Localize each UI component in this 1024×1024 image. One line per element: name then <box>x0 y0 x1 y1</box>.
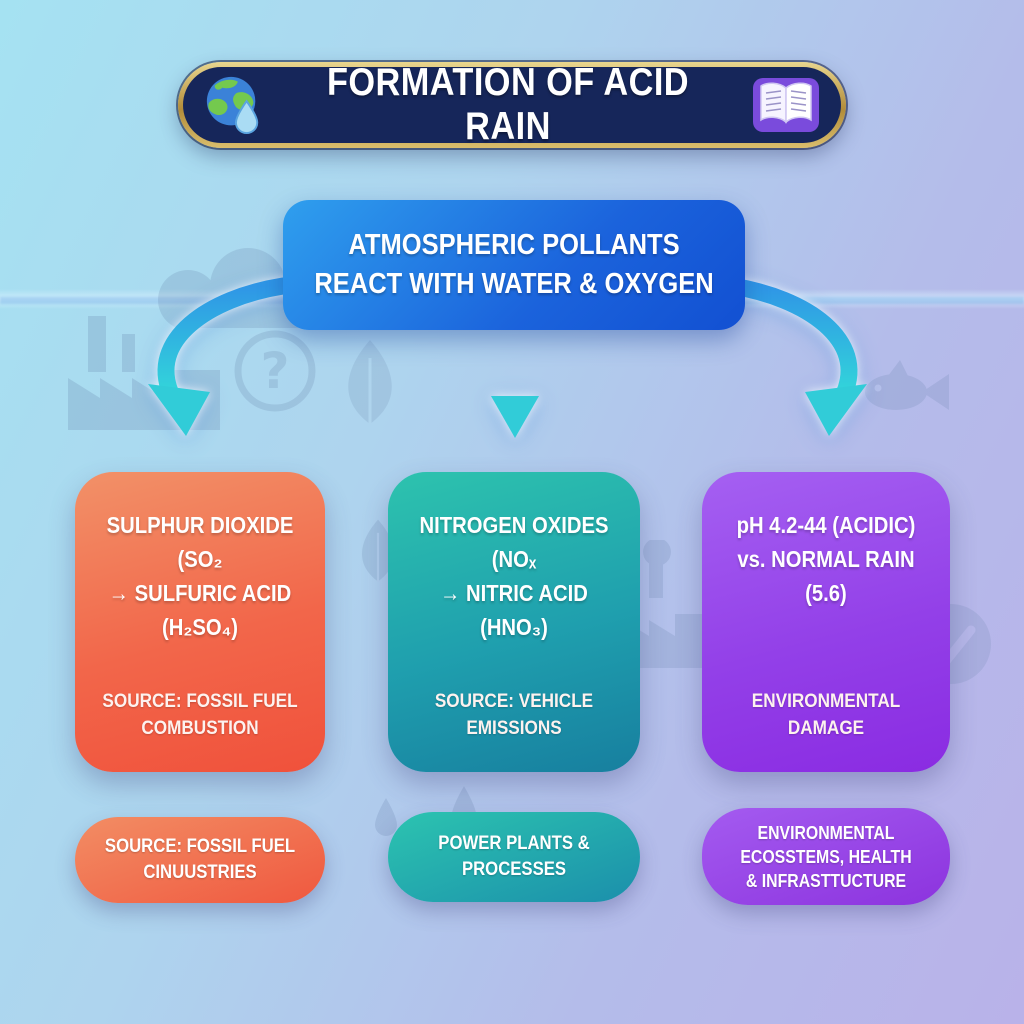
open-book-icon <box>753 78 819 132</box>
nitrogen-title-line1: NITROGEN OXIDES (NOₓ <box>419 512 609 572</box>
sulphur-pill-line2: CINUUSTRIES <box>143 862 257 883</box>
earth-droplet-icon <box>206 76 259 134</box>
ph-subtext-line2: DAMAGE <box>787 717 865 739</box>
top-process-box: ATMOSPHERIC POLLANTS REACT WITH WATER & … <box>283 200 745 330</box>
nitrogen-pill-line1: POWER PLANTS & <box>438 833 590 854</box>
ph-acidity-box: pH 4.2-44 (ACIDIC) vs. NORMAL RAIN (5.6)… <box>702 472 950 772</box>
nitrogen-source-pill: POWER PLANTS & PROCESSES <box>388 812 640 902</box>
sulphur-box-subtext: SOURCE: FOSSIL FUEL COMBUSTION <box>87 688 313 742</box>
fish-icon <box>865 360 949 410</box>
impact-pill-line2: ECOSSTEMS, HEALTH <box>740 846 912 867</box>
sulphur-subtext-line1: SOURCE: FOSSIL FUEL <box>102 690 298 712</box>
top-box-line1: ATMOSPHERIC POLLANTS <box>348 229 680 261</box>
sulphur-box-title: SULPHUR DIOXIDE (SO₂ → SULFURIC ACID (H₂… <box>87 508 313 644</box>
header-banner: FORMATION OF ACID RAIN <box>178 61 846 148</box>
nitrogen-box-subtext: SOURCE: VEHICLE EMISSIONS <box>400 688 628 742</box>
leaf-icon <box>348 340 392 424</box>
right-curved-arrow <box>723 277 867 436</box>
factory-icon <box>623 540 703 668</box>
left-curved-arrow <box>148 277 292 436</box>
ph-title-line2: vs. NORMAL RAIN (5.6) <box>737 546 915 606</box>
nitrogen-box-title: NITROGEN OXIDES (NOₓ → NITRIC ACID (HNO₃… <box>400 508 628 644</box>
leaf-icon <box>361 519 395 582</box>
water-drop-icon <box>375 798 397 836</box>
down-arrow <box>491 346 539 438</box>
ph-box-subtext: ENVIRONMENTAL DAMAGE <box>714 688 938 742</box>
ph-subtext-line1: ENVIRONMENTAL <box>751 690 901 712</box>
nitrogen-subtext-line2: EMISSIONS <box>466 717 562 739</box>
impact-pill-line3: & INFRASTTUCTURE <box>745 870 907 891</box>
svg-text:?: ? <box>260 342 289 400</box>
sulphur-pill-line1: SOURCE: FOSSIL FUEL <box>104 836 296 857</box>
ph-box-title: pH 4.2-44 (ACIDIC) vs. NORMAL RAIN (5.6) <box>714 508 938 610</box>
top-box-line2: REACT WITH WATER & OXYGEN <box>314 268 714 300</box>
sulphur-title-line1: SULPHUR DIOXIDE (SO₂ <box>106 512 294 572</box>
sulphur-dioxide-box: SULPHUR DIOXIDE (SO₂ → SULFURIC ACID (H₂… <box>75 472 325 772</box>
nitrogen-oxides-box: NITROGEN OXIDES (NOₓ → NITRIC ACID (HNO₃… <box>388 472 640 772</box>
environment-impact-pill: ENVIRONMENTAL ECOSSTEMS, HEALTH & INFRAS… <box>702 808 950 905</box>
sulphur-source-pill: SOURCE: FOSSIL FUEL CINUUSTRIES <box>75 817 325 903</box>
question-mark-icon: ? <box>234 330 316 412</box>
nitrogen-subtext-line1: SOURCE: VEHICLE <box>434 690 594 712</box>
sulphur-subtext-line2: COMBUSTION <box>141 717 259 739</box>
impact-pill-line1: ENVIRONMENTAL <box>757 822 895 843</box>
sulphur-title-line2: → SULFURIC ACID (H₂SO₄) <box>108 580 292 640</box>
page-title: FORMATION OF ACID RAIN <box>326 61 690 148</box>
nitrogen-pill-line2: PROCESSES <box>461 859 567 880</box>
header-inner: FORMATION OF ACID RAIN <box>183 61 841 148</box>
nitrogen-title-line2: → NITRIC ACID (HNO₃) <box>440 580 588 640</box>
ph-title-line1: pH 4.2-44 (ACIDIC) <box>736 512 916 538</box>
